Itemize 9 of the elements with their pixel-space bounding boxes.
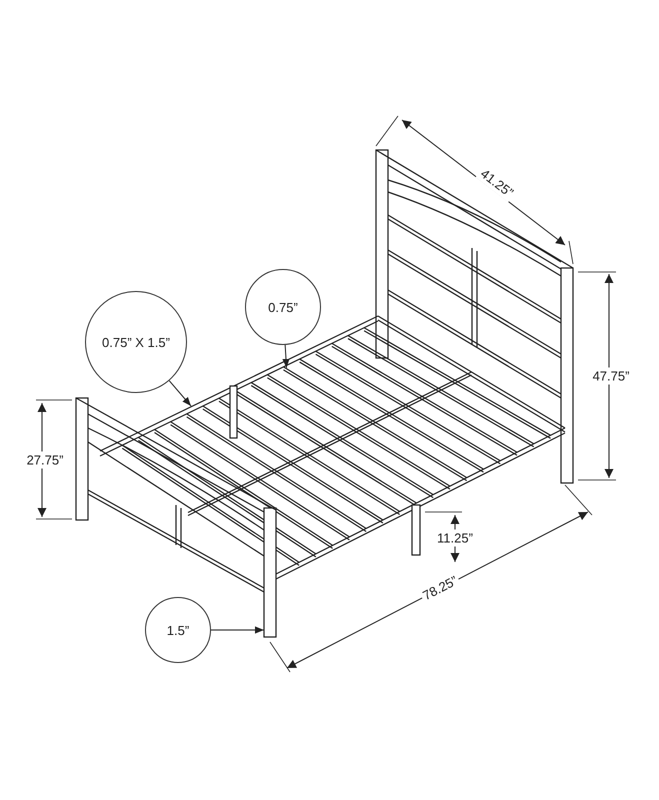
leader-line xyxy=(168,380,192,406)
callout-text: 0.75” X 1.5” xyxy=(102,334,170,350)
dimension-label: 11.25” xyxy=(435,530,475,546)
leader-line xyxy=(210,626,264,634)
dimension-label: 27.75” xyxy=(24,452,66,468)
dimension-label: 47.75” xyxy=(590,368,632,384)
callout-text: 1.5” xyxy=(166,622,190,638)
callout-text: 0.75” xyxy=(268,300,298,314)
leader-line xyxy=(282,344,290,368)
